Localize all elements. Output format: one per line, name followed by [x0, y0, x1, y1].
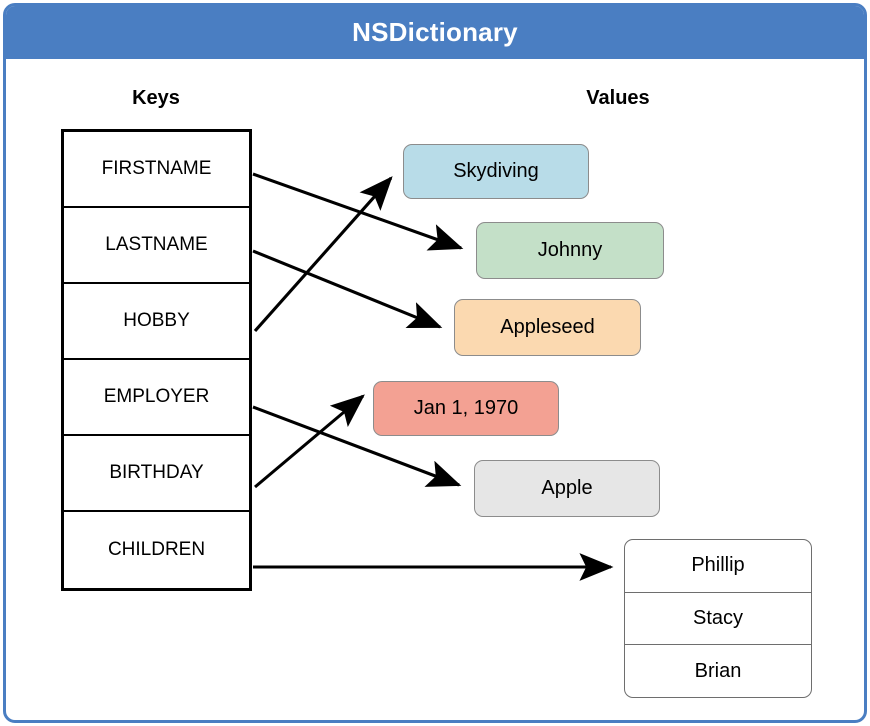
key-label: HOBBY: [123, 310, 190, 331]
key-row-hobby[interactable]: HOBBY: [64, 284, 249, 360]
key-row-birthday[interactable]: BIRTHDAY: [64, 436, 249, 512]
key-label: LASTNAME: [105, 234, 208, 255]
key-label: EMPLOYER: [103, 386, 210, 407]
value-pill-skydiving[interactable]: Skydiving: [403, 144, 589, 199]
value-pill-appleseed[interactable]: Appleseed: [454, 299, 641, 356]
nsdictionary-window: NSDictionary Keys Values FIRSTNAME LASTN…: [3, 3, 867, 723]
arrow-lastname-to-appleseed: [252, 249, 443, 329]
key-row-children[interactable]: CHILDREN: [64, 512, 249, 588]
array-item-row[interactable]: Phillip: [625, 540, 811, 593]
values-column-heading: Values: [586, 87, 650, 109]
key-label: FIRSTNAME: [101, 158, 212, 179]
arrow-hobby-to-skydiving: [253, 176, 393, 333]
children-array-box: Phillip Stacy Brian: [624, 539, 812, 698]
value-label: Johnny: [537, 239, 603, 261]
value-pill-birthday[interactable]: Jan 1, 1970: [373, 381, 559, 436]
keys-column-heading: Keys: [132, 87, 180, 109]
value-pill-apple[interactable]: Apple: [474, 460, 660, 517]
array-item-label: Phillip: [691, 554, 745, 577]
window-title-bar: NSDictionary: [6, 6, 864, 59]
key-row-lastname[interactable]: LASTNAME: [64, 208, 249, 284]
value-label: Appleseed: [500, 316, 595, 338]
arrow-birthday-to-birthdayvalue: [254, 394, 365, 489]
value-pill-johnny[interactable]: Johnny: [476, 222, 664, 279]
array-item-label: Stacy: [692, 606, 744, 629]
array-item-label: Brian: [694, 659, 742, 682]
value-label: Skydiving: [453, 160, 539, 182]
window-title: NSDictionary: [352, 17, 518, 47]
value-label: Jan 1, 1970: [413, 397, 519, 419]
array-item-row[interactable]: Brian: [625, 645, 811, 697]
key-row-firstname[interactable]: FIRSTNAME: [64, 132, 249, 208]
keys-table: FIRSTNAME LASTNAME HOBBY EMPLOYER BIRTHD…: [61, 129, 252, 591]
array-item-row[interactable]: Stacy: [625, 593, 811, 645]
key-label: BIRTHDAY: [109, 462, 204, 483]
key-label: CHILDREN: [107, 539, 206, 560]
value-label: Apple: [541, 477, 593, 499]
key-row-employer[interactable]: EMPLOYER: [64, 360, 249, 436]
